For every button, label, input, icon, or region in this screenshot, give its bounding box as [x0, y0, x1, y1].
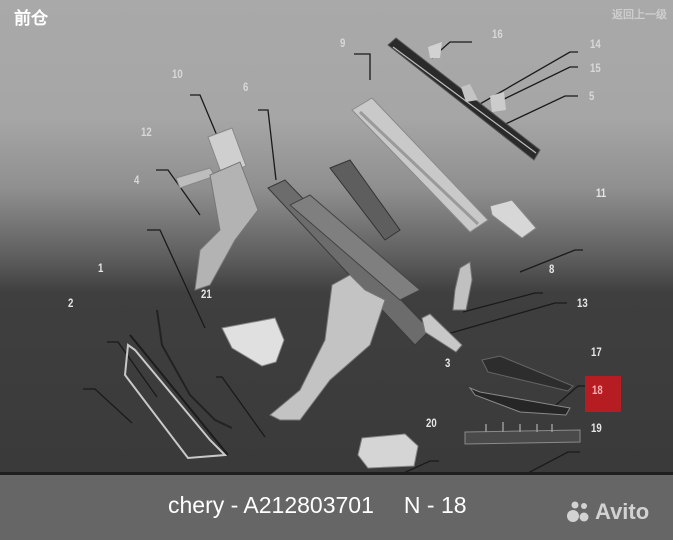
part-16-clip [428, 42, 442, 58]
part-20-shield [357, 433, 419, 469]
callout-5[interactable]: 5 [589, 89, 595, 103]
parts-diagram: 前仓 返回上一级 9 16 14 15 5 10 6 12 4 11 8 1 2… [0, 0, 673, 472]
part-14-clip [461, 84, 478, 102]
callout-10[interactable]: 10 [172, 67, 183, 81]
part-17-trim [481, 355, 574, 392]
part-1-hose [156, 309, 233, 429]
parts-illustration [123, 37, 581, 469]
selected-part-highlight[interactable] [585, 376, 621, 412]
callout-number-text: N - 18 [403, 492, 467, 518]
callout-6[interactable]: 6 [243, 80, 249, 94]
part-21-bracket [221, 317, 285, 367]
part-18-lower-trim [468, 386, 571, 416]
callout-21[interactable]: 21 [201, 287, 212, 301]
part-12-bracket [175, 167, 216, 189]
avito-watermark: Avito [566, 499, 649, 525]
callout-3[interactable]: 3 [445, 356, 451, 370]
avito-dots-icon [567, 501, 589, 522]
caption-bar [0, 475, 673, 540]
callout-8[interactable]: 8 [549, 262, 555, 276]
part-15-clip [490, 92, 506, 112]
part-11-bracket [489, 199, 537, 239]
callout-13[interactable]: 13 [577, 296, 588, 310]
callout-20[interactable]: 20 [426, 416, 437, 430]
callout-14[interactable]: 14 [590, 37, 601, 51]
back-link[interactable]: 返回上一级 [612, 8, 667, 21]
callout-9[interactable]: 9 [340, 36, 346, 50]
part-19-beam [464, 429, 581, 445]
part-3-side-rail [269, 274, 386, 421]
leader-lines [83, 41, 585, 472]
part-13-bracket [421, 313, 463, 353]
callout-11[interactable]: 11 [596, 186, 607, 200]
part-9-panel [351, 97, 489, 233]
callout-12[interactable]: 12 [141, 125, 152, 139]
callout-1[interactable]: 1 [98, 261, 104, 275]
callout-19[interactable]: 19 [591, 421, 602, 435]
callout-15[interactable]: 15 [590, 61, 601, 75]
callout-16[interactable]: 16 [492, 27, 503, 41]
part-number-text: chery - A212803701 [168, 492, 374, 518]
part-caption: chery - A212803701 N - 18 [168, 492, 467, 519]
callout-18[interactable]: 18 [592, 383, 603, 397]
part-4-apron [194, 161, 259, 291]
section-title: 前仓 [14, 9, 48, 29]
callout-17[interactable]: 17 [591, 345, 602, 359]
part-8-bracket [452, 261, 473, 311]
divider [0, 472, 673, 475]
callout-2[interactable]: 2 [68, 296, 74, 310]
avito-brand-text: Avito [595, 499, 650, 524]
callout-4[interactable]: 4 [134, 173, 140, 187]
part-2-frame [123, 343, 228, 460]
